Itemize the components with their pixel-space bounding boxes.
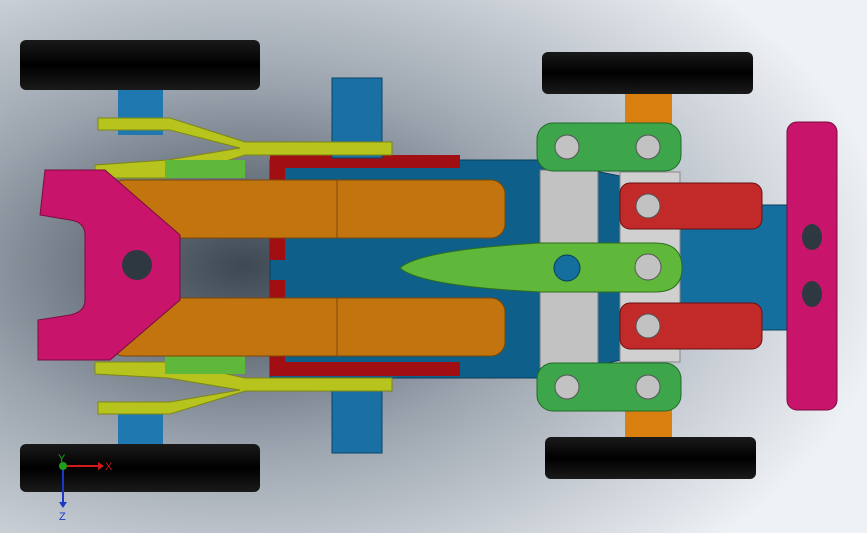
rear-plate[interactable] [786, 121, 838, 411]
steering-link[interactable] [399, 242, 683, 293]
rear-plate-hole-top[interactable] [802, 224, 822, 250]
body-trim-bottom[interactable] [270, 280, 460, 376]
triad-y-label: Y [58, 453, 66, 465]
hinge-top-hole[interactable] [635, 193, 661, 219]
steering-pivot[interactable] [553, 254, 581, 282]
triad-x-label: X [105, 461, 113, 473]
bumper-hole[interactable] [122, 250, 152, 280]
rear-right-wheel[interactable] [545, 437, 756, 479]
hinge-top[interactable] [619, 182, 763, 230]
body-trim-top[interactable] [270, 155, 460, 260]
bracket-top-hole-2[interactable] [635, 134, 661, 160]
front-right-wheel[interactable] [20, 444, 260, 492]
triad-y-axis [59, 462, 67, 470]
steering-hole[interactable] [634, 253, 662, 281]
rail-bottom[interactable] [94, 361, 393, 415]
triad-z-arrow [59, 502, 67, 508]
hinge-bottom[interactable] [619, 302, 763, 350]
triad-x-arrow [98, 462, 104, 470]
front-arm-top[interactable] [165, 160, 245, 178]
bracket-bottom-hole-2[interactable] [635, 374, 661, 400]
front-arm-bottom[interactable] [165, 356, 245, 374]
rear-plate-hole-bottom[interactable] [802, 281, 822, 307]
triad-z-label: Z [59, 511, 66, 523]
bracket-top-hole-1[interactable] [554, 134, 580, 160]
hinge-bottom-hole[interactable] [635, 313, 661, 339]
front-left-wheel[interactable] [20, 40, 260, 90]
front-bumper[interactable] [37, 169, 181, 361]
view-orientation-triad[interactable]: X Y Z [58, 453, 113, 523]
rear-left-wheel[interactable] [542, 52, 753, 94]
bracket-bottom-hole-1[interactable] [554, 374, 580, 400]
